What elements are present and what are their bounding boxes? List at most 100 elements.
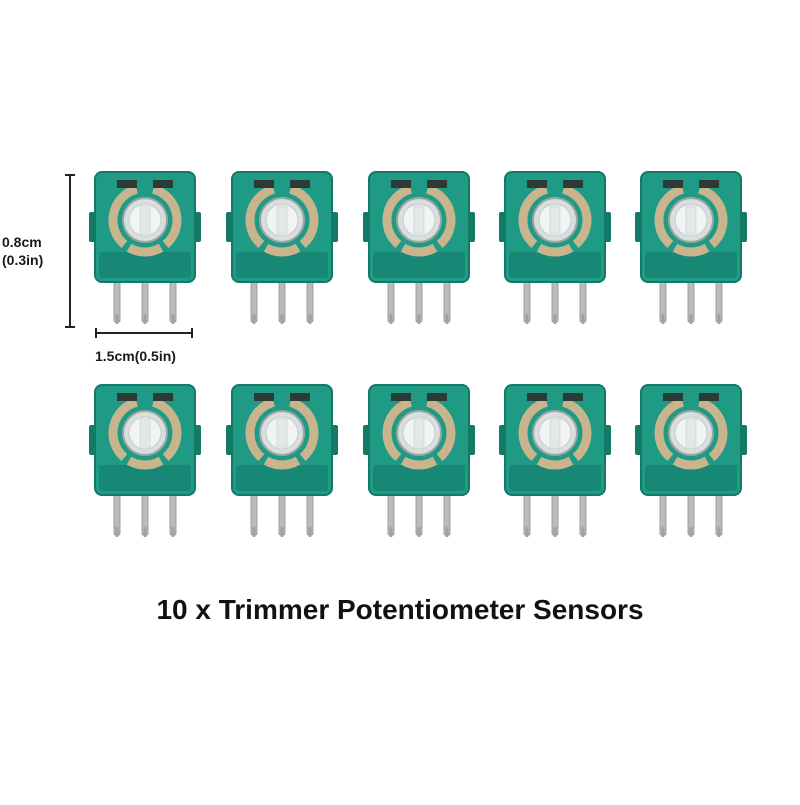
sensor-pin-tip — [417, 527, 421, 537]
potentiometer-sensor-1 — [89, 171, 201, 324]
sensor-contact — [153, 393, 173, 401]
sensor-contact — [663, 393, 683, 401]
sensor-track — [108, 184, 139, 248]
sensor-base — [236, 465, 328, 491]
sensor-base — [99, 465, 191, 491]
sensor-contact — [117, 180, 137, 188]
sensor-pin-tip — [445, 527, 449, 537]
sensor-base — [509, 465, 601, 491]
sensor-track — [518, 397, 549, 461]
sensor-track — [561, 184, 592, 248]
sensor-track — [654, 397, 685, 461]
sensor-pin-tip — [417, 314, 421, 324]
sensor-track — [672, 243, 710, 257]
sensor-pin-tip — [553, 314, 557, 324]
sensor-track — [400, 456, 438, 470]
sensor-contact — [527, 393, 547, 401]
sensor-pin-tip — [115, 527, 119, 537]
potentiometer-sensor-3 — [363, 171, 475, 324]
sensor-track — [536, 456, 574, 470]
sensor-base — [645, 252, 737, 278]
width-label: 1.5cm(0.5in) — [95, 348, 176, 364]
sensor-pin-tip — [525, 527, 529, 537]
sensor-base — [645, 465, 737, 491]
potentiometer-sensor-6 — [89, 384, 201, 537]
sensor-base — [236, 252, 328, 278]
sensor-contact — [153, 180, 173, 188]
potentiometer-sensor-2 — [226, 171, 338, 324]
height-label-in: (0.3in) — [2, 252, 44, 268]
sensor-track — [425, 184, 456, 248]
sensor-contact — [563, 180, 583, 188]
sensor-base — [509, 252, 601, 278]
sensor-contact — [391, 180, 411, 188]
sensor-rotor-slot — [549, 418, 561, 448]
sensor-contact — [563, 393, 583, 401]
sensor-track — [697, 184, 728, 248]
sensor-track — [561, 397, 592, 461]
sensor-track — [518, 184, 549, 248]
sensor-track — [126, 456, 164, 470]
sensor-contact — [290, 180, 310, 188]
sensor-pin-tip — [581, 527, 585, 537]
sensor-track — [654, 184, 685, 248]
sensor-contact — [427, 393, 447, 401]
sensor-base — [373, 252, 465, 278]
product-caption: 10 x Trimmer Potentiometer Sensors — [156, 594, 644, 625]
sensor-pin-tip — [308, 314, 312, 324]
sensor-contact — [427, 180, 447, 188]
sensor-track — [288, 184, 319, 248]
potentiometer-sensor-7 — [226, 384, 338, 537]
sensor-pin-tip — [280, 314, 284, 324]
sensor-track — [536, 243, 574, 257]
sensor-pin-tip — [252, 527, 256, 537]
sensor-track — [263, 243, 301, 257]
sensor-rotor-slot — [413, 205, 425, 235]
sensor-track — [697, 397, 728, 461]
sensor-track — [382, 184, 413, 248]
sensor-contact — [699, 180, 719, 188]
sensor-pin-tip — [389, 314, 393, 324]
sensor-track — [382, 397, 413, 461]
sensor-pin-tip — [717, 314, 721, 324]
sensor-track — [108, 397, 139, 461]
sensor-pin-tip — [717, 527, 721, 537]
sensor-pin-tip — [252, 314, 256, 324]
sensor-rotor-slot — [276, 205, 288, 235]
sensor-pin-tip — [581, 314, 585, 324]
sensor-pin-tip — [445, 314, 449, 324]
sensor-rotor-slot — [413, 418, 425, 448]
sensor-rotor-slot — [276, 418, 288, 448]
sensor-pin-tip — [280, 527, 284, 537]
width-dimension-line — [95, 328, 193, 338]
sensor-rotor-slot — [685, 205, 697, 235]
sensor-contact — [391, 393, 411, 401]
sensor-track — [245, 397, 276, 461]
sensor-rotor-slot — [549, 205, 561, 235]
sensor-track — [425, 397, 456, 461]
potentiometer-sensor-10 — [635, 384, 747, 537]
sensor-base — [99, 252, 191, 278]
sensor-pin-tip — [661, 527, 665, 537]
height-label-cm: 0.8cm — [2, 234, 42, 250]
sensor-pin-tip — [115, 314, 119, 324]
sensor-contact — [699, 393, 719, 401]
sensor-base — [373, 465, 465, 491]
sensor-track — [400, 243, 438, 257]
sensor-pin-tip — [171, 527, 175, 537]
sensor-track — [126, 243, 164, 257]
potentiometer-sensor-9 — [499, 384, 611, 537]
sensor-pin-tip — [525, 314, 529, 324]
sensor-contact — [254, 393, 274, 401]
sensor-pin-tip — [143, 527, 147, 537]
sensor-pin-tip — [553, 527, 557, 537]
sensor-rotor-slot — [139, 205, 151, 235]
sensor-pin-tip — [389, 527, 393, 537]
sensor-contact — [663, 180, 683, 188]
sensor-track — [288, 397, 319, 461]
potentiometer-sensor-8 — [363, 384, 475, 537]
sensor-track — [151, 184, 182, 248]
sensor-pin-tip — [308, 527, 312, 537]
